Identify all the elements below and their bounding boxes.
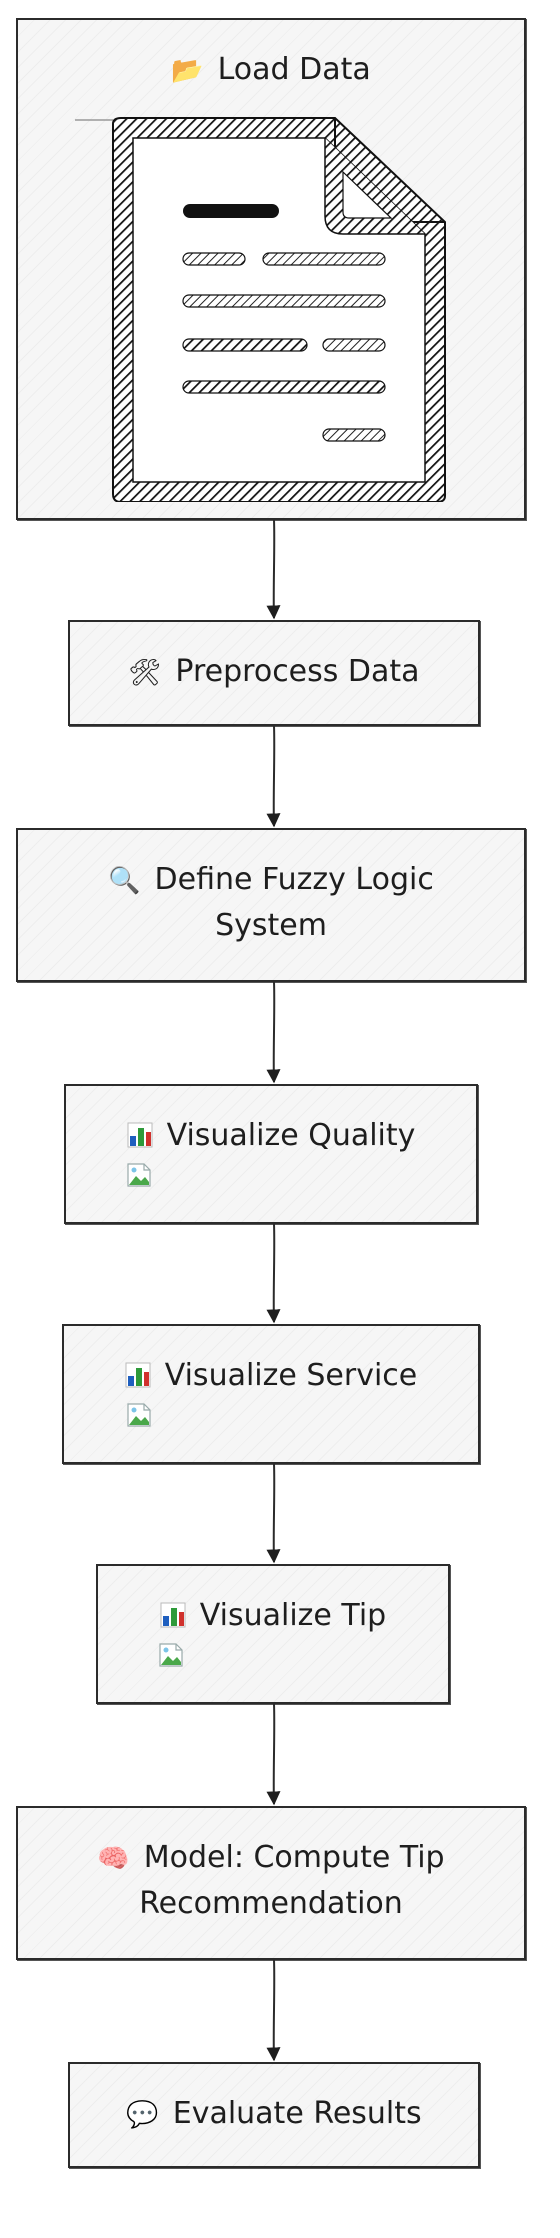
node-visualize-tip[interactable]: Visualize Tip — [96, 1564, 450, 1704]
node-preprocess-data-title: 🛠 Preprocess Data — [70, 648, 478, 697]
node-visualize-quality-title: Visualize Quality — [66, 1112, 476, 1161]
connector-arrow-preprocess-to-fuzzy — [266, 725, 281, 828]
speech-bubble-icon: 💬 — [126, 2100, 159, 2130]
connector-arrow-service-to-tip — [266, 1463, 281, 1564]
connector-arrow-load-to-preprocess — [266, 519, 281, 620]
node-load-data-title: 📂 Load Data — [18, 46, 524, 95]
connector-arrow-model-to-evaluate — [266, 1959, 281, 2062]
node-visualize-quality-label: Visualize Quality — [166, 1118, 416, 1153]
node-visualize-service-title: Visualize Service — [64, 1352, 478, 1401]
node-load-data[interactable]: 📂 Load Data — [16, 18, 526, 520]
connector-arrow-quality-to-service — [266, 1223, 281, 1324]
node-model-compute-tip-label-line2: Recommendation — [139, 1886, 403, 1921]
node-define-fuzzy-logic-label-line1: Define Fuzzy Logic — [154, 862, 434, 897]
node-define-fuzzy-logic[interactable]: 🔍 Define Fuzzy Logic System — [16, 828, 526, 982]
bar-chart-icon — [125, 1353, 151, 1401]
node-preprocess-data[interactable]: 🛠 Preprocess Data — [68, 620, 480, 726]
tools-icon: 🛠 — [128, 658, 162, 688]
brain-icon: 🧠 — [97, 1844, 130, 1874]
magnifier-icon: 🔍 — [108, 866, 141, 896]
node-evaluate-results[interactable]: 💬 Evaluate Results — [68, 2062, 480, 2168]
connector-arrow-fuzzy-to-quality — [266, 981, 281, 1084]
node-evaluate-results-label: Evaluate Results — [172, 2096, 422, 2131]
broken-image-icon — [127, 1163, 151, 1187]
document-icon — [75, 117, 446, 502]
node-visualize-quality[interactable]: Visualize Quality — [64, 1084, 478, 1224]
node-visualize-service[interactable]: Visualize Service — [62, 1324, 480, 1464]
node-visualize-service-label: Visualize Service — [164, 1358, 418, 1393]
broken-image-icon — [159, 1643, 183, 1667]
bar-chart-icon — [160, 1593, 186, 1641]
node-preprocess-data-label: Preprocess Data — [175, 654, 420, 689]
node-visualize-tip-title: Visualize Tip — [98, 1592, 448, 1641]
node-visualize-tip-label: Visualize Tip — [199, 1598, 387, 1633]
broken-image-icon — [127, 1403, 151, 1427]
node-model-compute-tip-label-line1: Model: Compute Tip — [143, 1840, 445, 1875]
node-model-compute-tip-title-line1: 🧠 Model: Compute Tip — [18, 1834, 524, 1883]
folder-icon: 📂 — [171, 56, 204, 86]
node-model-compute-tip[interactable]: 🧠 Model: Compute Tip Recommendation — [16, 1806, 526, 1960]
connector-arrow-tip-to-model — [266, 1703, 281, 1806]
node-load-data-label: Load Data — [217, 52, 371, 87]
node-define-fuzzy-logic-title-line1: 🔍 Define Fuzzy Logic — [18, 856, 524, 905]
node-define-fuzzy-logic-label-line2: System — [215, 908, 327, 943]
bar-chart-icon — [127, 1113, 153, 1161]
node-evaluate-results-title: 💬 Evaluate Results — [70, 2090, 478, 2139]
